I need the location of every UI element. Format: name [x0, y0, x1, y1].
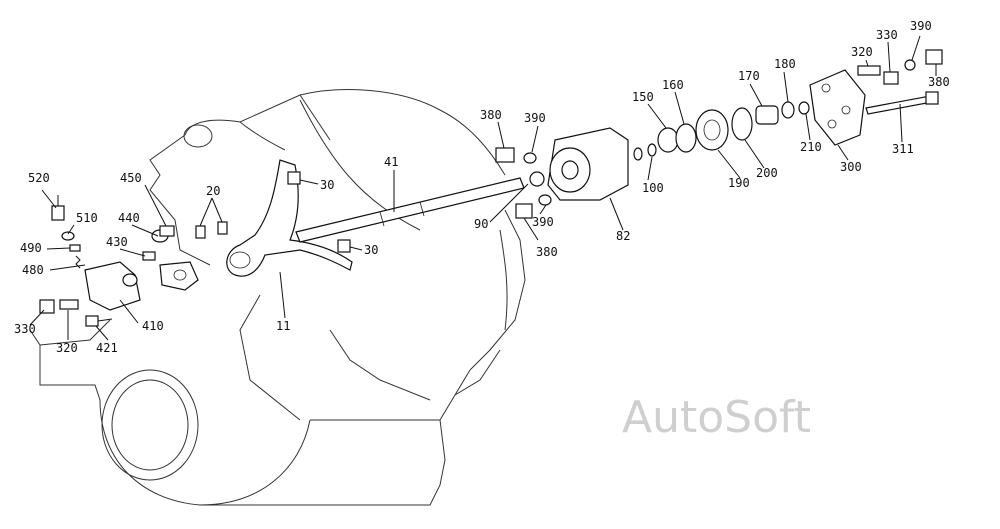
bolt-20a	[195, 225, 206, 239]
callout-180: 180	[774, 57, 796, 71]
ring-100a	[633, 147, 643, 161]
callout-330-right: 330	[876, 28, 898, 42]
callout-320-left: 320	[56, 341, 78, 355]
callout-210: 210	[800, 140, 822, 154]
nut-380c	[925, 49, 943, 65]
transmission-housing	[29, 89, 526, 506]
callout-160: 160	[662, 78, 684, 92]
center-parts	[495, 49, 943, 219]
washer-510	[61, 231, 75, 241]
washer-390a	[523, 152, 537, 164]
pin-490	[69, 244, 81, 252]
seal-160	[675, 123, 697, 153]
part-450	[159, 225, 175, 237]
callout-11: 11	[276, 319, 290, 333]
bolt-30b	[337, 239, 351, 253]
callout-170: 170	[738, 69, 760, 83]
callout-510: 510	[76, 211, 98, 225]
callout-410: 410	[142, 319, 164, 333]
ring-90	[529, 171, 545, 187]
callout-30-bottom: 30	[364, 243, 378, 257]
callout-421: 421	[96, 341, 118, 355]
ring-210	[798, 101, 810, 115]
plug-430	[142, 251, 156, 261]
stud-320b	[857, 65, 881, 76]
fork-11	[226, 159, 353, 277]
callout-450: 450	[120, 171, 142, 185]
callout-labels: 520 510 490 480 450 440 430 410 330 320 …	[14, 19, 950, 355]
bolt-311	[865, 95, 933, 115]
nut-330b	[883, 71, 899, 85]
callout-320-right: 320	[851, 45, 873, 59]
callout-41: 41	[384, 155, 398, 169]
callout-90: 90	[474, 217, 488, 231]
callout-200: 200	[756, 166, 778, 180]
callout-100: 100	[642, 181, 664, 195]
bolt-311-head	[925, 91, 939, 105]
sensor-520	[51, 205, 65, 221]
callout-390-right: 390	[910, 19, 932, 33]
bolt-30a	[287, 171, 301, 185]
callout-390-top: 390	[524, 111, 546, 125]
gasket-plate	[159, 261, 199, 291]
cover-300	[809, 69, 866, 146]
shift-fork-assembly	[226, 159, 525, 277]
stud-320	[59, 299, 79, 310]
callout-30-top: 30	[320, 178, 334, 192]
callout-390-mid: 390	[532, 215, 554, 229]
ring-180	[781, 101, 795, 119]
callout-480: 480	[22, 263, 44, 277]
ring-100b	[647, 143, 657, 157]
leader-lines	[29, 35, 937, 341]
piston-150	[657, 127, 679, 153]
left-parts	[39, 195, 228, 327]
callout-20: 20	[206, 184, 220, 198]
callout-380-mid: 380	[536, 245, 558, 259]
nut-330	[39, 299, 55, 314]
housing-410	[84, 261, 141, 311]
piston-190	[695, 109, 729, 151]
bolt-421	[85, 315, 99, 327]
washer-390b	[538, 194, 552, 206]
callout-190: 190	[728, 176, 750, 190]
callout-520: 520	[28, 171, 50, 185]
callout-490: 490	[20, 241, 42, 255]
bushing-170	[755, 105, 779, 125]
callout-82: 82	[616, 229, 630, 243]
callout-430: 430	[106, 235, 128, 249]
callout-440: 440	[118, 211, 140, 225]
callout-150: 150	[632, 90, 654, 104]
callout-380-top: 380	[480, 108, 502, 122]
washer-390c	[904, 59, 916, 71]
seal-200	[731, 107, 753, 141]
callout-330-left: 330	[14, 322, 36, 336]
callout-300: 300	[840, 160, 862, 174]
nut-380a	[495, 147, 515, 163]
bolt-20b	[217, 221, 228, 235]
callout-380-right: 380	[928, 75, 950, 89]
nut-380b	[515, 203, 533, 219]
watermark: AutoSoft	[622, 392, 811, 443]
callout-311: 311	[892, 142, 914, 156]
